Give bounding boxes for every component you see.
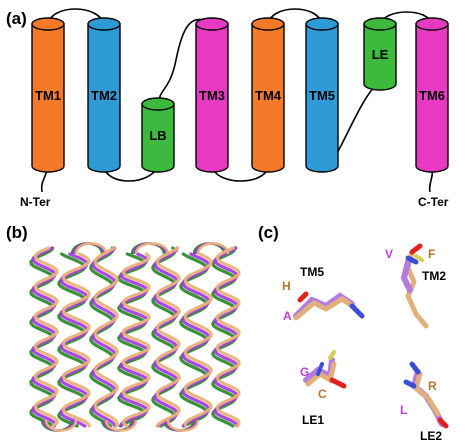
le1-residue-c: C [318,387,327,401]
ribbon-helix [33,246,59,428]
stick-model-purple [400,259,413,293]
ribbon-helix [183,252,213,428]
ribbon-helix [215,246,241,428]
ribbon-loop [196,242,230,255]
helix-body [363,23,397,91]
ribbon-loop [104,419,138,432]
stick-model-tan [293,296,357,321]
stick-model-tan [305,361,337,387]
helix-tm1: TM1 [31,17,65,173]
residue-group-tm2: V F TM2 [385,243,446,329]
helix-body [195,23,229,173]
helix-le: LE [363,17,397,91]
helix-body [415,23,449,173]
ribbon-loop [74,242,108,255]
stick-sulfur [328,350,336,360]
tm2-residue-f: F [428,247,435,261]
stick-nitrogen [316,362,324,376]
helix-tm5: TM5 [305,17,339,173]
residue-group-le1: G C LE1 [300,350,347,427]
stick-model-tan [413,371,441,417]
helix-top-cap [305,17,339,31]
le2-residue-l: L [400,403,407,417]
helix-tm3: TM3 [195,17,229,173]
helix-top-cap [415,17,449,31]
helix-tm6: TM6 [415,17,449,173]
helix-label: LB [149,128,166,143]
stick-nitrogen [349,303,365,319]
helix-body [141,103,175,173]
stick-oxygen [409,243,423,255]
stick-oxygen [329,377,347,389]
ribbon-helix [116,252,147,428]
helix-label: TM4 [255,88,282,103]
ribbon-loop [166,419,200,432]
ribbon-loop [44,419,78,432]
n-terminus-label: N-Ter [20,195,51,209]
stick-sulfur [414,254,424,262]
residue-group-tm5: TM5 H A [282,265,365,323]
stick-nitrogen [405,255,419,265]
helix-top-cap [251,17,285,31]
helix-top-cap [195,17,229,31]
stick-oxygen [297,291,309,303]
ribbon-loop [134,242,170,255]
ribbon-helix [61,252,91,428]
helix-label: TM6 [419,88,445,103]
tm5-label: TM5 [300,265,324,279]
helix-body [251,23,285,173]
le1-residue-g: G [300,365,309,379]
panel-b-label: (b) [6,223,28,242]
helix-tm2: TM2 [87,17,121,173]
le2-label: LE2 [420,429,442,443]
panel-a-label: (a) [6,9,27,28]
helix-top-cap [363,17,397,31]
helix-body [305,23,339,173]
helix-label: LE [372,47,389,62]
tm2-residue-v: V [385,247,393,261]
tm2-label: TM2 [422,269,446,283]
ribbon-helix [155,246,181,428]
helix-top-cap [141,97,175,111]
superposed-ribbon-structure [29,242,241,432]
stick-nitrogen [403,361,421,389]
le2-residue-r: R [428,379,437,393]
tm5-residue-h: H [282,279,291,293]
helix-label: TM5 [309,88,335,103]
residue-group-le2: R L LE2 [400,361,449,443]
loop-lb-tm3 [157,18,213,105]
ribbon-helix [121,252,151,428]
helix-label: TM1 [35,88,61,103]
helix-lb: LB [141,97,175,173]
helix-top-cap [87,17,121,31]
helix-label: TM2 [91,88,117,103]
stick-oxygen [437,417,449,429]
helix-body [87,23,121,173]
helix-top-cap [31,17,65,31]
helix-tm4: TM4 [251,17,285,173]
tm5-residue-a: A [283,309,292,323]
ribbon-helix [119,252,149,428]
le1-label: LE1 [302,413,324,427]
c-terminus-label: C-Ter [418,195,449,209]
helix-body [31,23,65,173]
ribbon-helix [153,246,179,428]
ribbon-helix [93,246,119,428]
helix-label: TM3 [199,88,225,103]
panel-c-label: (c) [258,223,279,242]
